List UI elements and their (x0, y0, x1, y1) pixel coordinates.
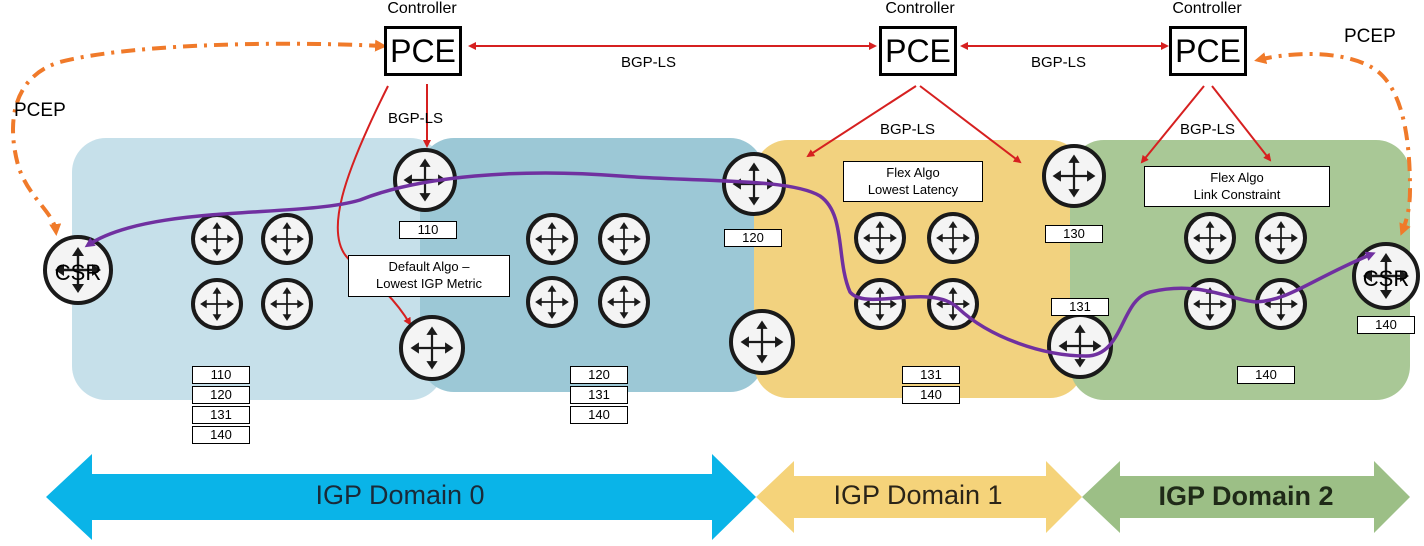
note-flex-link: Flex Algo Link Constraint (1144, 166, 1330, 207)
label-stack-d0-left-3: 131 (192, 406, 250, 424)
domain0-label: IGP Domain 0 (315, 480, 485, 510)
bgpls-label-down-2: BGP-LS (880, 121, 936, 138)
pcep-arrow-left (11, 39, 387, 236)
router-icon-130 (1042, 144, 1106, 208)
label-stack-d0-right-1: 120 (570, 366, 628, 384)
csr-left-label: CSR (55, 260, 101, 285)
region-domain0-right (420, 138, 764, 392)
sid-tag-140: 140 (1357, 316, 1415, 334)
note-flex-latency-line2: Lowest Latency (867, 182, 959, 197)
label-stack-d0-left-1: 110 (192, 366, 250, 384)
note-default-algo-line2: Lowest IGP Metric (376, 276, 482, 291)
label-stack-d0-left-2: 120 (192, 386, 250, 404)
pcep-label-left: PCEP (14, 100, 66, 121)
label-stack-d2-1: 140 (1237, 366, 1295, 384)
note-flex-link-line1: Flex Algo (1210, 170, 1264, 185)
label-stack-d1-2: 140 (902, 386, 960, 404)
router-icon-abr-1 (729, 309, 795, 375)
note-default-algo-line1: Default Algo – (388, 259, 470, 274)
region-domain1 (754, 140, 1084, 398)
note-flex-link-line2: Link Constraint (1193, 187, 1281, 202)
label-stack-d0-right-3: 140 (570, 406, 628, 424)
bgpls-arrow-pce3-left (1140, 85, 1205, 164)
domain0-arrow (46, 454, 756, 540)
note-flex-latency: Flex Algo Lowest Latency (843, 161, 983, 202)
note-default-algo: Default Algo – Lowest IGP Metric (348, 255, 510, 297)
controller-label-1: Controller (387, 0, 457, 17)
pcep-label-right: PCEP (1344, 26, 1396, 47)
domain2-arrow (1082, 461, 1410, 533)
controller-label-2: Controller (885, 0, 955, 17)
router-icon-110 (393, 148, 457, 212)
label-stack-d0-right-2: 131 (570, 386, 628, 404)
end-to-end-path (84, 171, 1376, 358)
router-icon-131 (1047, 313, 1113, 379)
sid-tag-131: 131 (1051, 298, 1109, 316)
pce-box-2[interactable]: PCE (879, 26, 957, 76)
bgpls-arrow-pce2-left (806, 85, 917, 158)
label-stack-d1-1: 131 (902, 366, 960, 384)
bgpls-label-top-2: BGP-LS (1031, 54, 1087, 71)
pce-box-3[interactable]: PCE (1169, 26, 1247, 76)
router-icon-abr-0 (399, 315, 465, 381)
sid-tag-110: 110 (399, 221, 457, 239)
domain1-label: IGP Domain 1 (833, 480, 1003, 510)
controller-label-3: Controller (1172, 0, 1242, 17)
domain1-arrow (756, 461, 1082, 533)
bgpls-arrow-pce2-right (919, 85, 1022, 164)
bgpls-label-down-1: BGP-LS (388, 110, 444, 127)
note-flex-latency-line1: Flex Algo (886, 165, 940, 180)
domain2-label: IGP Domain 2 (1158, 481, 1334, 511)
sid-tag-120: 120 (724, 229, 782, 247)
pcep-arrow-right (1254, 52, 1413, 236)
csr-right-label: CSR (1363, 266, 1409, 291)
bgpls-label-top-1: BGP-LS (621, 54, 677, 71)
label-stack-d0-left-4: 140 (192, 426, 250, 444)
bgpls-label-down-3: BGP-LS (1180, 121, 1236, 138)
pce-box-1[interactable]: PCE (384, 26, 462, 76)
sid-tag-130: 130 (1045, 225, 1103, 243)
